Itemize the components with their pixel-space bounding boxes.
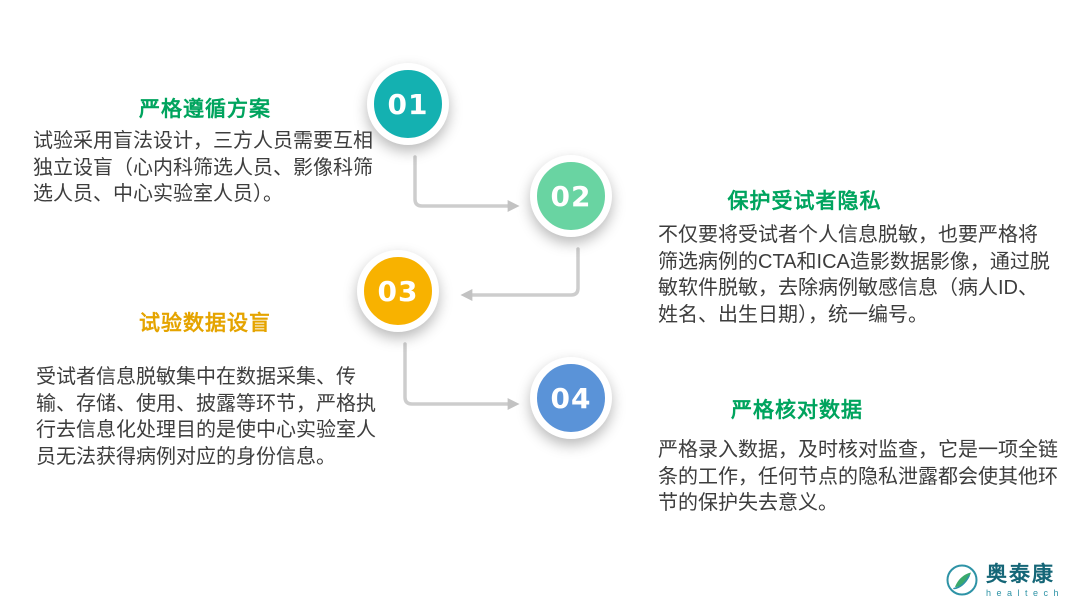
- logo-subtitle: healtech: [985, 588, 1064, 598]
- step-number-2: 02: [550, 179, 592, 213]
- step-number-4: 04: [550, 381, 592, 415]
- step-number-3: 03: [377, 274, 419, 308]
- step-number-1: 01: [387, 87, 429, 121]
- logo-icon: [946, 564, 978, 596]
- logo-text: 奥泰康 healtech: [986, 563, 1064, 598]
- step-circle-1: 01: [367, 63, 449, 145]
- step-body-3: 受试者信息脱敏集中在数据采集、传输、存储、使用、披露等环节，严格执行去信息化处理…: [36, 366, 376, 468]
- step-title-2: 保护受试者隐私: [727, 190, 882, 213]
- connector-step1-to-step2: [413, 155, 520, 212]
- step-body-2: 不仅要将受试者个人信息脱敏，也要严格将筛选病例的CTA和ICA造影数据影像，通过…: [658, 224, 1050, 326]
- step-circle-4: 04: [530, 357, 612, 439]
- step-circle-3: 03: [357, 250, 439, 332]
- step-body-4: 严格录入数据，及时核对监查，它是一项全链条的工作，任何节点的隐私泄露都会使其他环…: [658, 439, 1058, 515]
- step-circle-2: 02: [530, 155, 612, 237]
- logo: 奥泰康 healtech: [945, 563, 1064, 598]
- connector-step3-to-step4: [403, 342, 520, 410]
- step-title-4: 严格核对数据: [731, 399, 863, 422]
- step-body-1: 试验采用盲法设计，三方人员需要互相独立设盲（心内科筛选人员、影像科筛选人员、中心…: [33, 130, 373, 206]
- connector-step2-to-step3: [460, 247, 580, 301]
- step-title-1: 严格遵循方案: [139, 98, 271, 121]
- logo-name: 奥泰康: [985, 562, 1055, 586]
- step-title-3: 试验数据设盲: [139, 312, 271, 335]
